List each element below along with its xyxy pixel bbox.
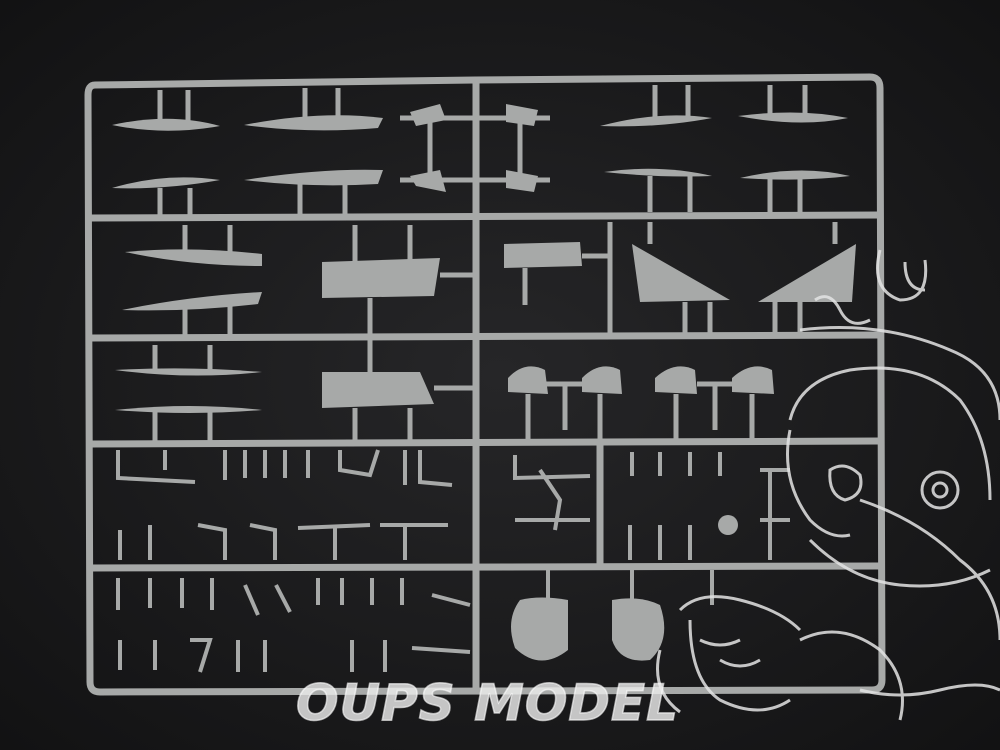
fuselage-parts-row2 (122, 242, 856, 311)
round-part (718, 515, 738, 535)
gate-posts-lower-right (546, 570, 714, 605)
strut-parts (410, 104, 538, 192)
small-parts-lower (116, 449, 790, 673)
curved-panel-parts (511, 597, 665, 661)
gate-posts-row3 (152, 340, 755, 441)
gate-posts-row2 (182, 222, 838, 335)
mascot-logo-drawing (656, 249, 1000, 721)
wing-parts-top (112, 112, 850, 189)
oups-model-watermark: OUPS MODEL (295, 674, 679, 732)
parts-row3 (115, 366, 774, 413)
